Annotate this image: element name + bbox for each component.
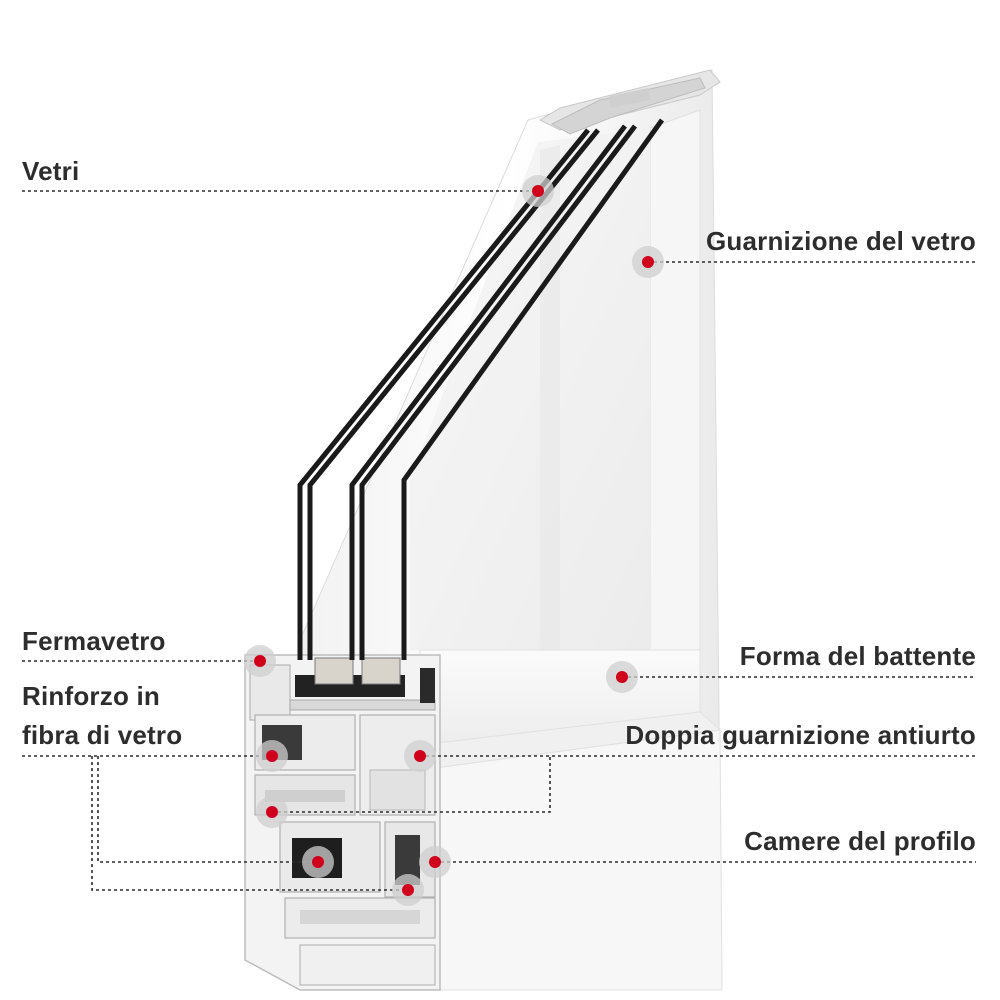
label-rinforzo-line1: Rinforzo in	[22, 681, 160, 711]
frame-lower	[419, 729, 723, 991]
marker-vetri[interactable]	[532, 185, 544, 197]
leader-rinforzo-branch	[91, 756, 408, 891]
sash-right	[649, 109, 701, 729]
marker-rinforzo-lower[interactable]	[402, 884, 414, 896]
marker-guarnizione-vetro[interactable]	[642, 256, 654, 268]
marker-camere-profilo[interactable]	[429, 856, 441, 868]
marker-doppia-lower[interactable]	[266, 806, 278, 818]
marker-fermavetro[interactable]	[254, 655, 266, 667]
marker-forma-battente[interactable]	[616, 671, 628, 683]
label-vetri: Vetri	[22, 156, 79, 186]
labels: Vetri Guarnizione del vetro Fermavetro F…	[22, 156, 976, 856]
leader-rinforzo-inner	[97, 756, 318, 863]
label-forma-battente: Forma del battente	[740, 641, 976, 671]
glass-pane	[410, 128, 650, 650]
glazing-lines	[297, 118, 665, 660]
label-camere-profilo: Camere del profilo	[744, 826, 976, 856]
label-rinforzo-line2: fibra di vetro	[22, 720, 182, 750]
label-fermavetro: Fermavetro	[22, 626, 166, 656]
leader-doppia-branch	[272, 756, 551, 813]
markers	[244, 175, 664, 906]
marker-rinforzo-inner[interactable]	[312, 856, 324, 868]
leader-lines	[22, 190, 976, 891]
marker-doppia-guarnizione[interactable]	[414, 750, 426, 762]
label-doppia-guarnizione: Doppia guarnizione antiurto	[625, 720, 976, 750]
label-guarnizione-vetro: Guarnizione del vetro	[706, 226, 976, 256]
marker-rinforzo-upper[interactable]	[266, 750, 278, 762]
